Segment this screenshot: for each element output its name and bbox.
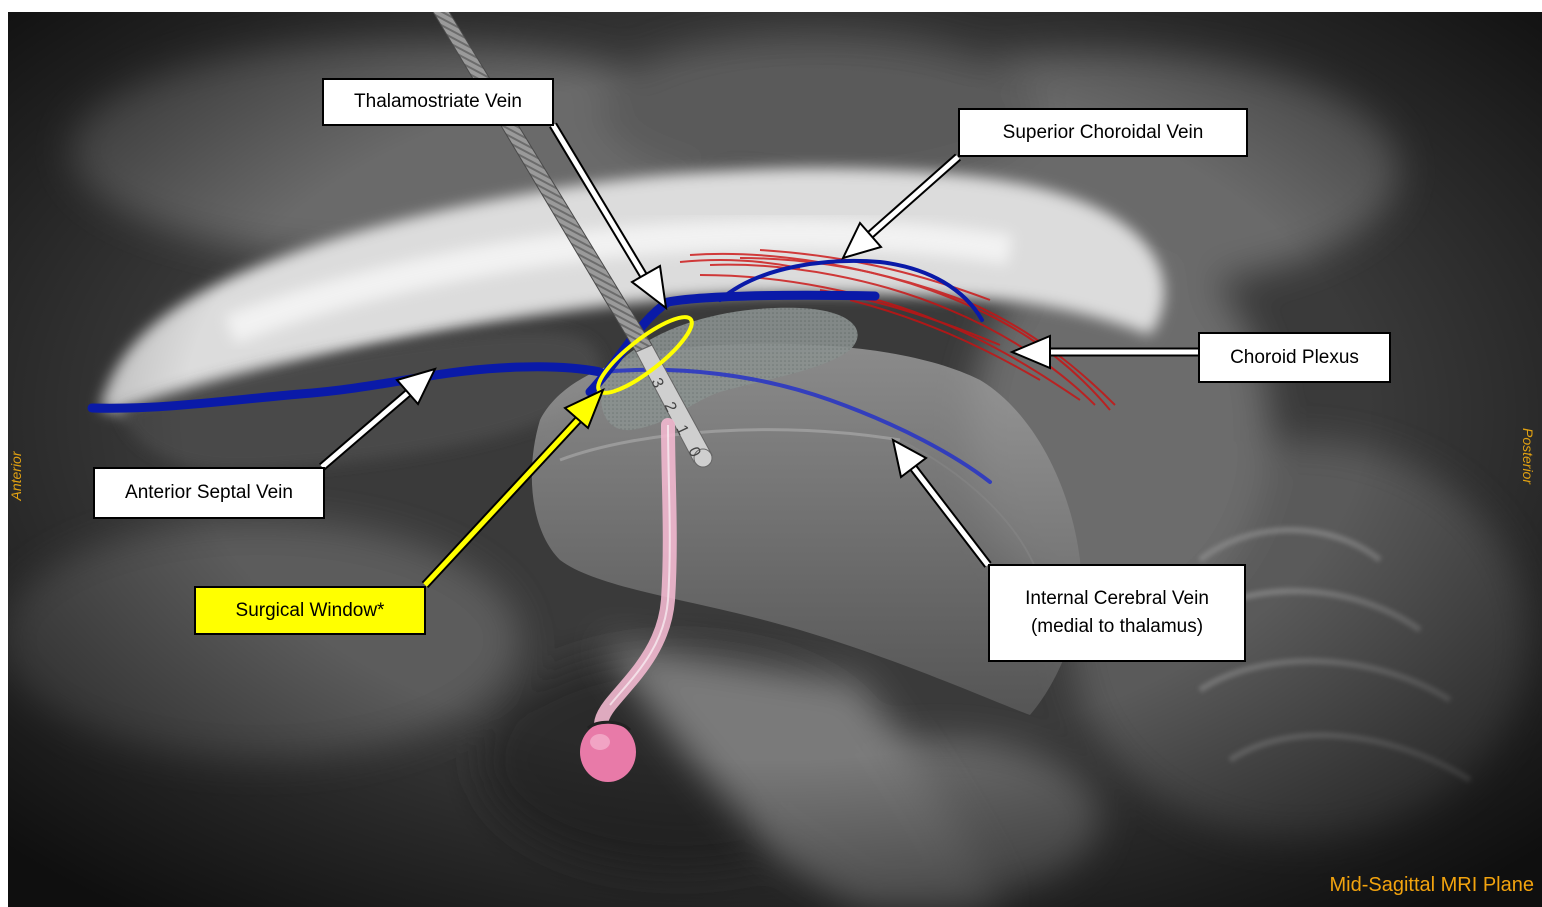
- callout-surgical-window-text: Surgical Window*: [236, 597, 385, 625]
- callout-thalamostriate-vein: Thalamostriate Vein: [322, 78, 554, 126]
- callout-choroid-plexus: Choroid Plexus: [1198, 332, 1391, 383]
- callout-superior-choroidal-vein: Superior Choroidal Vein: [958, 108, 1248, 157]
- callout-surgical-window: Surgical Window*: [194, 586, 426, 635]
- callout-internal-cerebral-vein-line2: (medial to thalamus): [1031, 613, 1203, 641]
- callout-internal-cerebral-vein: Internal Cerebral Vein (medial to thalam…: [988, 564, 1246, 662]
- callout-anterior-septal-vein: Anterior Septal Vein: [93, 467, 325, 519]
- callout-choroid-plexus-text: Choroid Plexus: [1230, 344, 1359, 372]
- callout-thalamostriate-vein-text: Thalamostriate Vein: [354, 88, 522, 116]
- orientation-anterior-label: Anterior: [8, 451, 24, 500]
- callout-internal-cerebral-vein-line1: Internal Cerebral Vein: [1025, 585, 1209, 613]
- callout-anterior-septal-vein-text: Anterior Septal Vein: [125, 479, 293, 507]
- pink-target-nucleus: [580, 722, 636, 782]
- orientation-posterior-label: Posterior: [1520, 428, 1536, 484]
- mri-plane-label: Mid-Sagittal MRI Plane: [1329, 874, 1534, 897]
- callout-superior-choroidal-vein-text: Superior Choroidal Vein: [1003, 119, 1204, 147]
